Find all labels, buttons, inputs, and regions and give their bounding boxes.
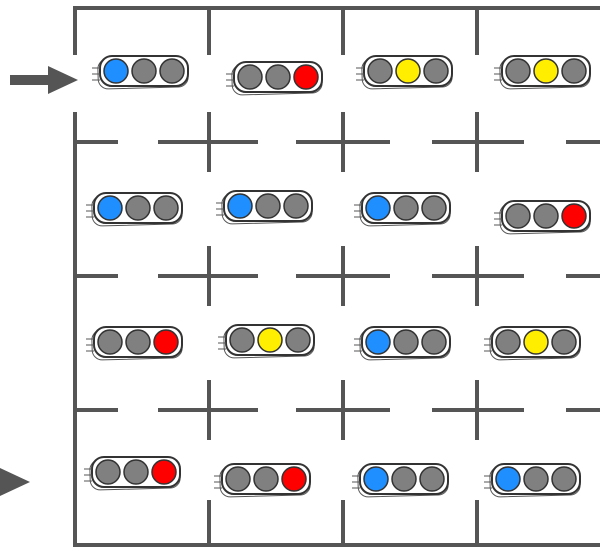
traffic-light-r4-c1: [84, 456, 181, 491]
traffic-lights: [84, 55, 591, 498]
unlit-bulb: [393, 329, 419, 355]
unlit-bulb: [561, 58, 587, 84]
yellow-lit-bulb: [533, 58, 559, 84]
red-lit-bulb: [151, 459, 177, 485]
yellow-lit-bulb: [257, 327, 283, 353]
unlit-bulb: [423, 58, 449, 84]
traffic-light-r4-c2: [214, 463, 311, 498]
unlit-bulb: [159, 58, 185, 84]
unlit-bulb: [253, 466, 279, 492]
red-lit-bulb: [281, 466, 307, 492]
unlit-bulb: [265, 64, 291, 90]
unlit-bulb: [283, 193, 309, 219]
traffic-light-r1-c1: [92, 55, 189, 90]
traffic-light-r2-c3: [354, 192, 451, 227]
exit-arrow-icon: [0, 468, 30, 496]
traffic-light-r2-c2: [216, 190, 313, 225]
unlit-bulb: [95, 459, 121, 485]
red-lit-bulb: [561, 203, 587, 229]
unlit-bulb: [131, 58, 157, 84]
traffic-light-r4-c4: [484, 463, 581, 498]
traffic-light-r3-c2: [218, 324, 315, 359]
traffic-light-r2-c1: [86, 192, 183, 227]
unlit-bulb: [225, 466, 251, 492]
unlit-bulb: [285, 327, 311, 353]
entry-arrow-icon: [10, 66, 78, 94]
traffic-light-r4-c3: [352, 463, 449, 498]
blue-lit-bulb: [363, 466, 389, 492]
unlit-bulb: [419, 466, 445, 492]
traffic-light-r3-c3: [354, 326, 451, 361]
red-lit-bulb: [153, 329, 179, 355]
unlit-bulb: [391, 466, 417, 492]
arrows: [0, 66, 78, 496]
blue-lit-bulb: [227, 193, 253, 219]
unlit-bulb: [523, 466, 549, 492]
unlit-bulb: [237, 64, 263, 90]
traffic-light-r3-c4: [484, 326, 581, 361]
blue-lit-bulb: [495, 466, 521, 492]
blue-lit-bulb: [365, 329, 391, 355]
traffic-light-r1-c2: [226, 61, 323, 96]
unlit-bulb: [125, 329, 151, 355]
traffic-light-r3-c1: [86, 326, 183, 361]
yellow-lit-bulb: [523, 329, 549, 355]
blue-lit-bulb: [103, 58, 129, 84]
blue-lit-bulb: [97, 195, 123, 221]
yellow-lit-bulb: [395, 58, 421, 84]
traffic-light-r2-c4: [494, 200, 591, 235]
unlit-bulb: [125, 195, 151, 221]
unlit-bulb: [551, 329, 577, 355]
unlit-bulb: [505, 203, 531, 229]
traffic-light-r1-c4: [494, 55, 591, 90]
unlit-bulb: [393, 195, 419, 221]
unlit-bulb: [495, 329, 521, 355]
maze-walls: [73, 6, 600, 547]
unlit-bulb: [229, 327, 255, 353]
unlit-bulb: [255, 193, 281, 219]
unlit-bulb: [421, 329, 447, 355]
red-lit-bulb: [293, 64, 319, 90]
unlit-bulb: [153, 195, 179, 221]
blue-lit-bulb: [365, 195, 391, 221]
unlit-bulb: [551, 466, 577, 492]
unlit-bulb: [97, 329, 123, 355]
unlit-bulb: [367, 58, 393, 84]
unlit-bulb: [421, 195, 447, 221]
unlit-bulb: [505, 58, 531, 84]
unlit-bulb: [533, 203, 559, 229]
traffic-light-r1-c3: [356, 55, 453, 90]
unlit-bulb: [123, 459, 149, 485]
